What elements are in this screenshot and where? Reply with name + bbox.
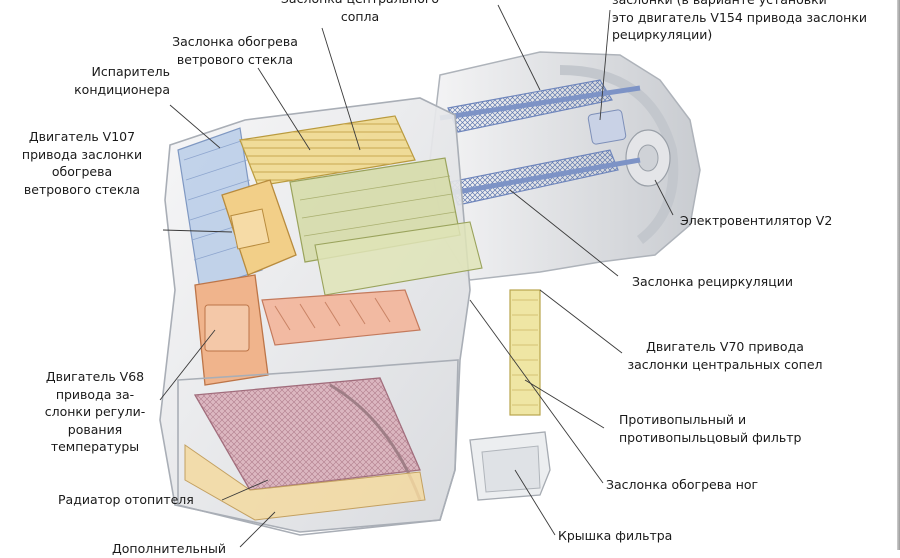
label-dust-filter: Противопыльный и противопыльцовый фильтр [619, 412, 802, 445]
label-footwell-flap: Заслонка обогрева ног [606, 477, 759, 492]
fan-housing-rim [559, 65, 679, 244]
lower-tray [177, 359, 459, 536]
page-frame-edge [897, 0, 900, 550]
recirc-shaft [439, 85, 641, 121]
footwell-drum [314, 221, 483, 296]
label-filter-cover: Крышка фильтра [558, 528, 673, 543]
label-motor-v70: Двигатель V70 привода заслонки центральн… [627, 339, 823, 372]
label-motor-v107: Двигатель V107 привода заслонки обогрева… [21, 129, 143, 197]
label-central-vent-flap: Заслонка центрального сопла [281, 0, 439, 24]
recirc-motor-v154 [587, 109, 627, 145]
label-fan-v2: Электровентилятор V2 [680, 213, 833, 228]
fan-motor-hub [637, 144, 659, 172]
label-heater-core: Радиатор отопителя [58, 492, 194, 507]
label-recirc-motor-note: заслонки (в варианте установки это двига… [612, 0, 867, 42]
label-evaporator: Испаритель кондиционера [74, 64, 170, 97]
label-motor-v68: Двигатель V68 привода за- слонки регули-… [44, 369, 146, 454]
label-recirc-flap: Заслонка рециркуляции [632, 274, 793, 289]
aux-heater [184, 444, 426, 521]
temperature-flap [261, 289, 421, 346]
label-windshield-flap: Заслонка обогрева ветрового стекла [172, 34, 298, 67]
dust-filter [509, 289, 541, 416]
label-aux-heater: Дополнительный [112, 541, 227, 556]
leader-lines [159, 4, 674, 548]
recirc-shaft-2 [439, 157, 641, 198]
